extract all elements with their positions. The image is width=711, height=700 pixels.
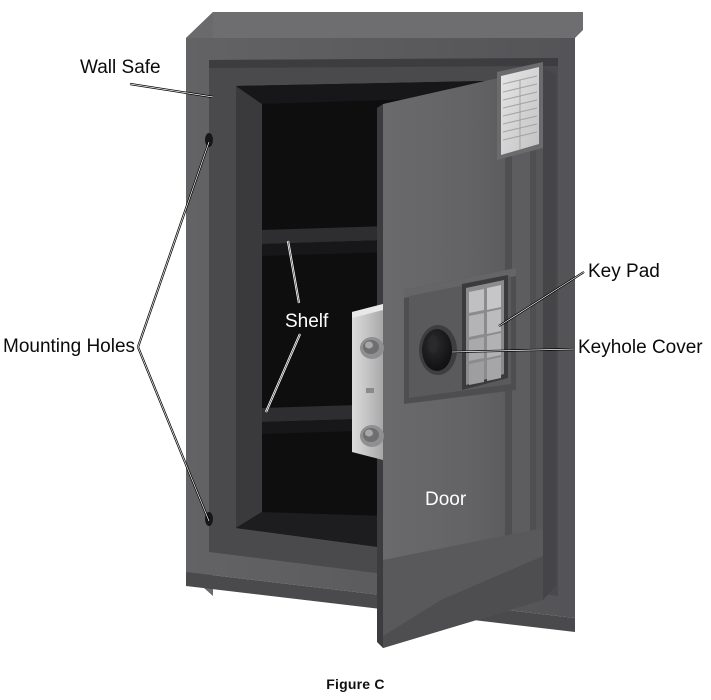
- leader-shelf: [264, 240, 302, 413]
- door-inner-panel-face: [512, 81, 530, 570]
- lock-housing-top-bevel: [404, 268, 516, 298]
- bolt-plate-marking: [366, 388, 374, 393]
- door-bottom-shadow: [383, 556, 543, 648]
- callout-mounting-holes: Mounting Holes: [3, 336, 136, 357]
- bolt-upper: [360, 337, 384, 359]
- door-label-plate: [497, 62, 543, 160]
- safe-top-face: [186, 12, 583, 38]
- door-right-edge: [543, 68, 556, 600]
- callout-door: Door: [425, 489, 467, 510]
- callout-wall-safe: Wall Safe: [80, 57, 161, 78]
- leader-lines: [129, 82, 585, 522]
- bolt-plate-top: [352, 304, 383, 318]
- mounting-hole-upper: [205, 133, 213, 147]
- bolt-plate: [352, 304, 384, 460]
- safe-inner-frame-bevel: [209, 58, 558, 68]
- callout-shelf: Shelf: [285, 311, 329, 332]
- leader-mounting-holes: [136, 141, 211, 522]
- callout-key-pad: Key Pad: [588, 261, 660, 282]
- lock-housing: [404, 268, 516, 404]
- interior-left-wall: [236, 86, 262, 528]
- safe-door: [352, 62, 556, 648]
- figure-caption: Figure C: [326, 676, 385, 692]
- leader-key-pad: [498, 271, 585, 327]
- leader-wall-safe: [129, 82, 214, 99]
- callout-keyhole-cover: Keyhole Cover: [578, 337, 703, 358]
- keyhole-cover[interactable]: [419, 325, 457, 375]
- bolt-lower: [360, 425, 384, 447]
- leader-keyhole-cover: [451, 347, 575, 354]
- interior-ceiling: [236, 80, 536, 104]
- key-pad[interactable]: [462, 275, 508, 390]
